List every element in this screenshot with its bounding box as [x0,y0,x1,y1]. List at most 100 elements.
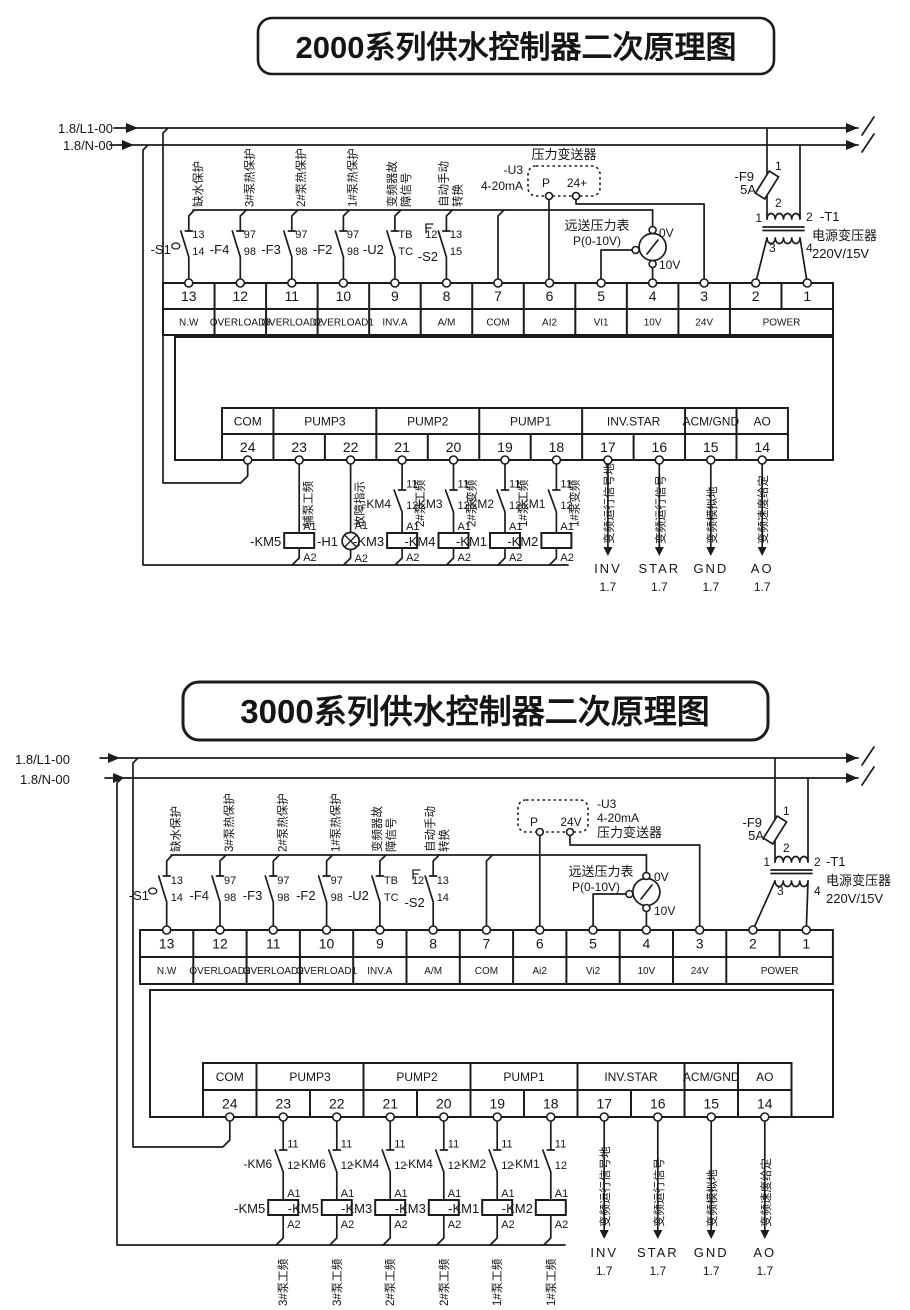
output-function-label: 1#泵工频 [516,479,530,527]
terminal-dot-icon [545,1112,556,1122]
transmitter-ref: -U3 [597,797,617,811]
component-ref: -F2 [313,242,333,257]
terminal-dot-icon [441,278,452,288]
fuse-rating: 5A [748,828,764,843]
branch-function-label: 转换 [437,829,451,852]
terminal-dot-icon [750,278,761,288]
contact-terminal: 13 [450,229,462,241]
contact-terminal: 13 [192,229,204,241]
down-arrow-icon [706,1230,716,1239]
output-function-label: 3#泵工频 [330,1258,344,1306]
terminal-dot-icon [544,278,555,288]
output-function-label: 2#泵工频 [383,1258,397,1306]
component-ref: -S1 [129,888,149,903]
contact-ref: -KM1 [517,497,546,511]
coil-icon [437,532,470,549]
slash-l1 [861,746,875,766]
strip-d1-bottom-cell: 22 [343,439,359,455]
component-ref: -F4 [210,242,230,257]
contact-terminal: 13 [437,875,449,887]
diagram-2000: 2000系列供水控制器二次原理图 1.8/L1-00 1.8/N-00 [58,16,877,594]
contact-terminal: TC [398,246,413,258]
remote-pressure-gauge: 远送压力表 P(0-10V) 0V 10V [568,864,675,931]
transmitter-terminal-24: 24V [560,815,581,829]
strip-d1-top-cell: COM [486,318,509,329]
slash-n [861,133,875,153]
signal-label: 变频运行信号 [653,475,667,544]
contact-terminal: 11 [458,479,469,491]
coil-terminal: A2 [394,1219,407,1231]
signal-sheet: 1.7 [703,1264,720,1278]
strip-d1-top-cell: 7 [494,288,502,304]
contact-terminal: 11 [394,1139,405,1151]
contact-terminal: 14 [437,892,449,904]
coil-terminal: A1 [341,1188,354,1200]
strip-d2-top-cell: Vi2 [586,966,601,977]
transmitter-name: 压力变送器 [531,147,596,162]
coil-terminal: A1 [555,1188,568,1200]
signal-arrows: 变频运行信号地 变频运行信号 变频模拟地 变频速度给定 INV 1.7 STAR… [590,1116,774,1278]
strip-d1-top-cell: AI2 [542,318,557,329]
terminal-dot-icon [235,278,246,288]
terminal-dot-icon [641,925,652,935]
signal-name: AO [751,561,774,576]
coil-terminal: A2 [341,1219,354,1231]
contact-terminal: 98 [331,892,343,904]
signal-label: 变频运行信号地 [602,463,616,544]
signal-name: STAR [637,1245,679,1260]
strip-d2-top-cell: 9 [376,936,384,952]
xfmr-terminal: 3 [769,241,776,255]
terminal-dot-icon [493,278,503,288]
terminal-dot-icon [534,925,545,935]
contact-terminal: 98 [295,246,307,258]
contact-terminal: 11 [509,479,520,491]
terminal-dot-icon [481,925,492,935]
branch-function-label: 转换 [450,184,464,207]
contact-ref: -KM1 [511,1157,540,1171]
arrowhead-l1-right [846,123,858,133]
contact-terminal: 97 [244,229,256,241]
terminal-dot-icon [331,1112,342,1122]
output-function-label: 故障指示 [353,481,367,527]
coil-ref: -KM4 [404,534,435,549]
coil-icon [489,532,521,549]
strip-d2-top-cell: 13 [159,936,175,952]
strip-d1-bottom-cell: 14 [754,439,770,455]
down-arrow-icon [599,1230,609,1239]
terminal-dot-icon [801,925,812,935]
output-function-label: 辅泵工频 [301,481,315,527]
coil-terminal: A2 [458,552,471,564]
contact-terminal: 12 [406,500,418,512]
xfmr-terminal: 4 [814,884,821,898]
strip-d2-top-cell: 24V [691,966,709,977]
down-arrow-icon [653,1230,663,1239]
strip-d2-top-cell: 11 [266,936,281,952]
transmitter-ref: -U3 [504,163,524,177]
gauge-name: 远送压力表 [568,864,633,879]
coil-terminal: A1 [287,1188,300,1200]
strip-d1-bottom-cell: PUMP3 [304,414,346,428]
xfmr-ref: -T1 [820,209,840,224]
terminal-dot-icon [438,1112,449,1122]
strip-d2-bottom-cell: ACM/GND [683,1070,740,1084]
coil-terminal: A1 [303,521,316,533]
strip-d2-bottom-cell: PUMP2 [396,1070,438,1084]
strip-d2-bottom-cell: 24 [222,1096,238,1112]
strip-d1-bottom-cell: COM [234,414,262,428]
strip-d1-top-cell: VI1 [594,318,609,329]
contact-terminal: 97 [347,229,359,241]
strip-d1-bottom-cell: 17 [600,439,616,455]
signal-arrows: 变频运行信号地 变频运行信号 变频模拟地 变频速度给定 INV 1.7 STAR… [594,459,774,594]
coil-icon [374,1199,407,1216]
diagram-3000: 3000系列供水控制器二次原理图 1.8/L1-00 1.8/N-00 13 [15,680,891,1306]
xfmr-terminal: 4 [806,241,813,255]
pressure-transmitter: P 24V -U3 4-20mA 压力变送器 [517,797,701,931]
branch-function-label: 障信号 [384,818,398,853]
title-box [181,680,770,742]
branch-function-label: 缺水保护 [191,161,205,207]
strip-d1-top-cell: 4 [649,288,657,304]
fuse-terminal: 2 [775,196,782,210]
coil-ref: -KM2 [507,534,538,549]
output-function-label: 1#泵变频 [567,479,581,527]
